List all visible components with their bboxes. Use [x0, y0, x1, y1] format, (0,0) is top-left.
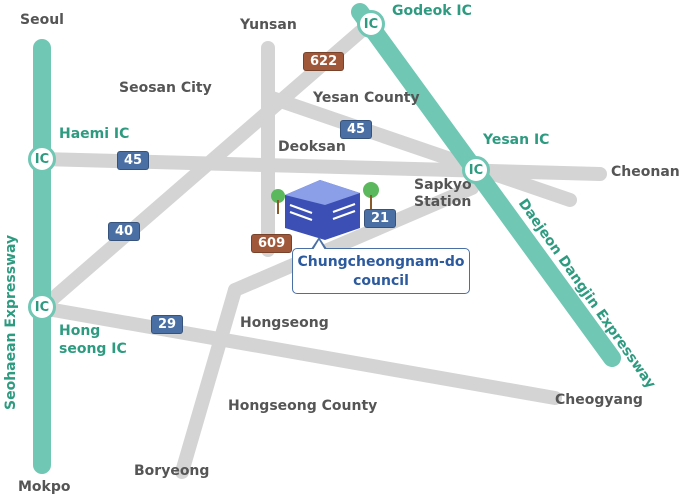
label-boryeong: Boryeong [134, 463, 210, 479]
road-21 [228, 181, 479, 297]
route-badge-21: 21 [364, 209, 397, 228]
label-seohaean-expressway: Seohaean Expressway [3, 234, 19, 410]
label-cheonan: Cheonan [611, 164, 679, 180]
label-hongseong-ic: Hong seong IC [59, 322, 127, 358]
station-text: Station [414, 194, 472, 210]
daejeon-dangjin-expressway [351, 3, 621, 367]
ic-marker-hongseong[interactable]: IC [28, 293, 56, 321]
sapkyo-text: Sapkyo [414, 177, 472, 193]
road-45-north [265, 91, 577, 207]
label-hongseong: Hongseong [240, 315, 329, 331]
destination-name-suffix: council [353, 273, 409, 289]
ic-marker-godeok[interactable]: IC [357, 10, 385, 38]
road-29 [35, 301, 562, 405]
label-godeok-ic: Godeok IC [392, 3, 472, 19]
ic-marker-haemi[interactable]: IC [28, 145, 56, 173]
road-boryeong [175, 283, 242, 479]
route-badge-622: 622 [303, 52, 345, 71]
label-yesan-ic: Yesan IC [483, 132, 550, 148]
ic-marker-yesan[interactable]: IC [462, 156, 490, 184]
label-seoul: Seoul [20, 12, 64, 28]
label-cheogyang: Cheogyang [555, 392, 643, 408]
seong-ic-text: seong IC [59, 341, 127, 357]
destination-callout[interactable]: Chungcheongnam-do council [292, 237, 470, 294]
destination-name: Chungcheongnam-do [297, 254, 465, 270]
label-yesan-county: Yesan County [313, 90, 420, 106]
route-badge-45-north: 45 [340, 120, 373, 139]
label-hongseong-county: Hongseong County [228, 398, 378, 414]
label-deoksan: Deoksan [278, 139, 346, 155]
label-haemi-ic: Haemi IC [59, 126, 130, 142]
route-badge-29: 29 [151, 315, 184, 334]
label-mokpo: Mokpo [18, 479, 71, 495]
route-badge-609: 609 [251, 234, 293, 253]
route-badge-45: 45 [117, 151, 150, 170]
label-yunsan: Yunsan [240, 17, 297, 33]
council-building-icon [271, 180, 379, 240]
route-badge-40: 40 [108, 222, 141, 241]
hong-text: Hong [59, 323, 101, 339]
label-seosan: Seosan City [119, 80, 212, 96]
